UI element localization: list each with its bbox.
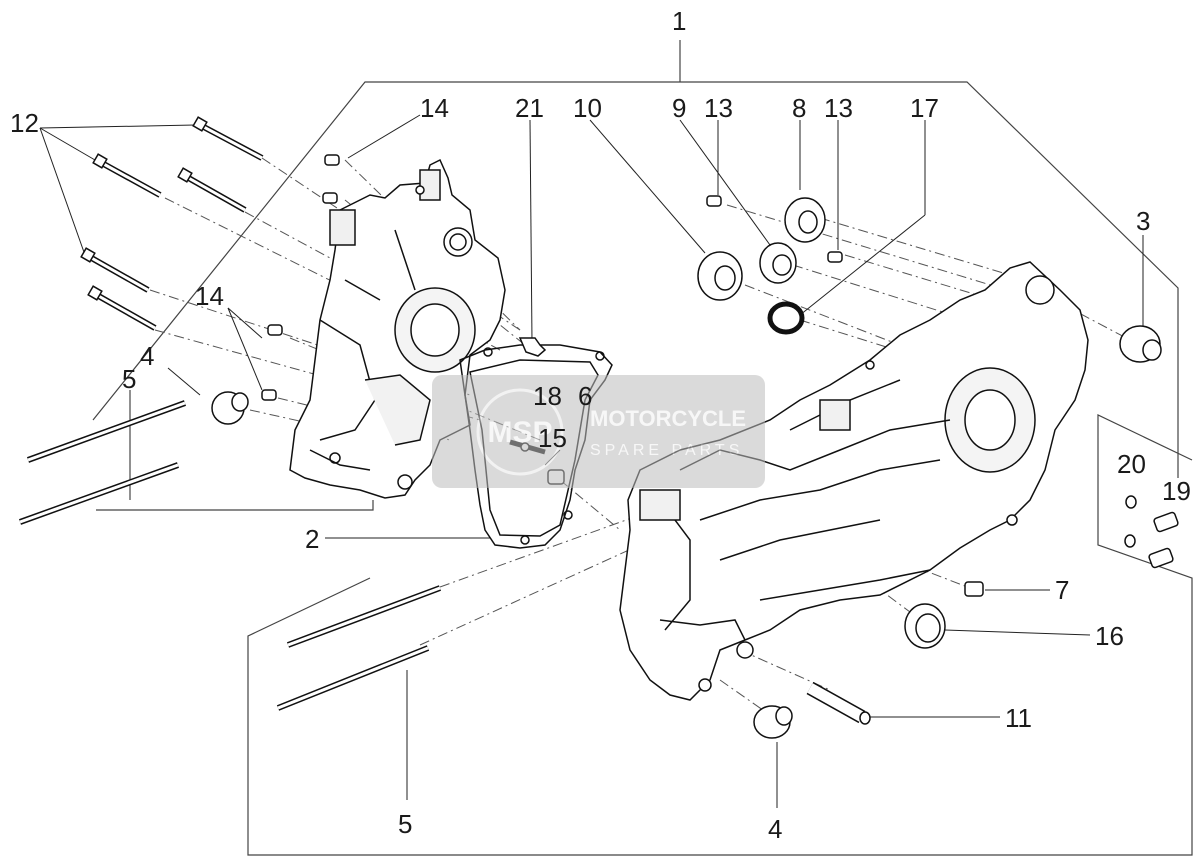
- dowel-13a: [706, 195, 722, 207]
- callout-6: 6: [578, 381, 592, 411]
- callout-5-bottom: 5: [398, 809, 412, 839]
- callout-8: 8: [792, 93, 806, 123]
- dowel-14a: [324, 154, 340, 166]
- callout-15: 15: [538, 423, 567, 453]
- callout-21: 21: [515, 93, 544, 123]
- dowel-7: [964, 581, 984, 597]
- assembly-brackets: [92, 40, 1193, 856]
- seal-16: [904, 603, 946, 649]
- washer-20a: [1125, 495, 1137, 509]
- callout-4-left: 4: [140, 341, 154, 371]
- watermark: MSP MOTORCYCLE SPARE PARTS: [432, 375, 765, 488]
- watermark-logo: MSP: [487, 416, 552, 449]
- washer-20b: [1124, 534, 1136, 548]
- watermark-line2: SPARE PARTS: [590, 442, 743, 459]
- callout-7: 7: [1055, 575, 1069, 605]
- leader-lines: [39, 114, 1144, 808]
- pin-11: [806, 681, 871, 725]
- dowel-14c: [267, 324, 283, 336]
- bushing-3: [1119, 325, 1162, 363]
- dowel-14b: [322, 192, 338, 204]
- bushing-4a: [211, 391, 249, 425]
- stud-5d: [276, 645, 430, 711]
- stud-5b: [18, 462, 180, 525]
- callout-13-right: 13: [824, 93, 853, 123]
- callout-18: 18: [533, 381, 562, 411]
- screw-12c: [177, 167, 247, 213]
- callout-14-left: 14: [195, 281, 224, 311]
- screw-12d: [80, 247, 150, 293]
- callout-labels: 1 12 14 21 10 9 13 8 13 17 3 14 4 5 18 6…: [10, 6, 1191, 844]
- screw-12e: [87, 285, 157, 331]
- stud-5c: [286, 585, 442, 648]
- callout-3: 3: [1136, 206, 1150, 236]
- bearing-8: [784, 197, 826, 243]
- callout-9: 9: [672, 93, 686, 123]
- screw-19b: [1148, 547, 1174, 569]
- callout-20: 20: [1117, 449, 1146, 479]
- callout-10: 10: [573, 93, 602, 123]
- screw-19a: [1153, 511, 1179, 533]
- callout-5-left: 5: [122, 364, 136, 394]
- callout-16: 16: [1095, 621, 1124, 651]
- callout-13-left: 13: [704, 93, 733, 123]
- dowel-14d: [261, 389, 277, 401]
- callout-1: 1: [672, 6, 686, 36]
- studs-bolts: [18, 116, 1179, 725]
- callout-4-bottom: 4: [768, 814, 782, 844]
- stud-5a: [26, 400, 187, 463]
- watermark-line1: MOTORCYCLE: [590, 406, 746, 431]
- callout-2: 2: [305, 524, 319, 554]
- bearing-9: [759, 242, 797, 284]
- callout-14-top: 14: [420, 93, 449, 123]
- callout-19: 19: [1162, 476, 1191, 506]
- bushing-4b: [753, 705, 793, 739]
- callout-12: 12: [10, 108, 39, 138]
- callout-17: 17: [910, 93, 939, 123]
- bearing-10: [697, 251, 743, 301]
- screw-12a: [192, 116, 264, 161]
- screw-12b: [92, 153, 162, 198]
- right-crankcase-half: [619, 261, 1089, 701]
- seal-17: [767, 301, 805, 335]
- dowel-13b: [827, 251, 843, 263]
- bushings-bearings: [211, 154, 1162, 739]
- fitting-21: [518, 337, 547, 357]
- callout-11: 11: [1005, 703, 1032, 733]
